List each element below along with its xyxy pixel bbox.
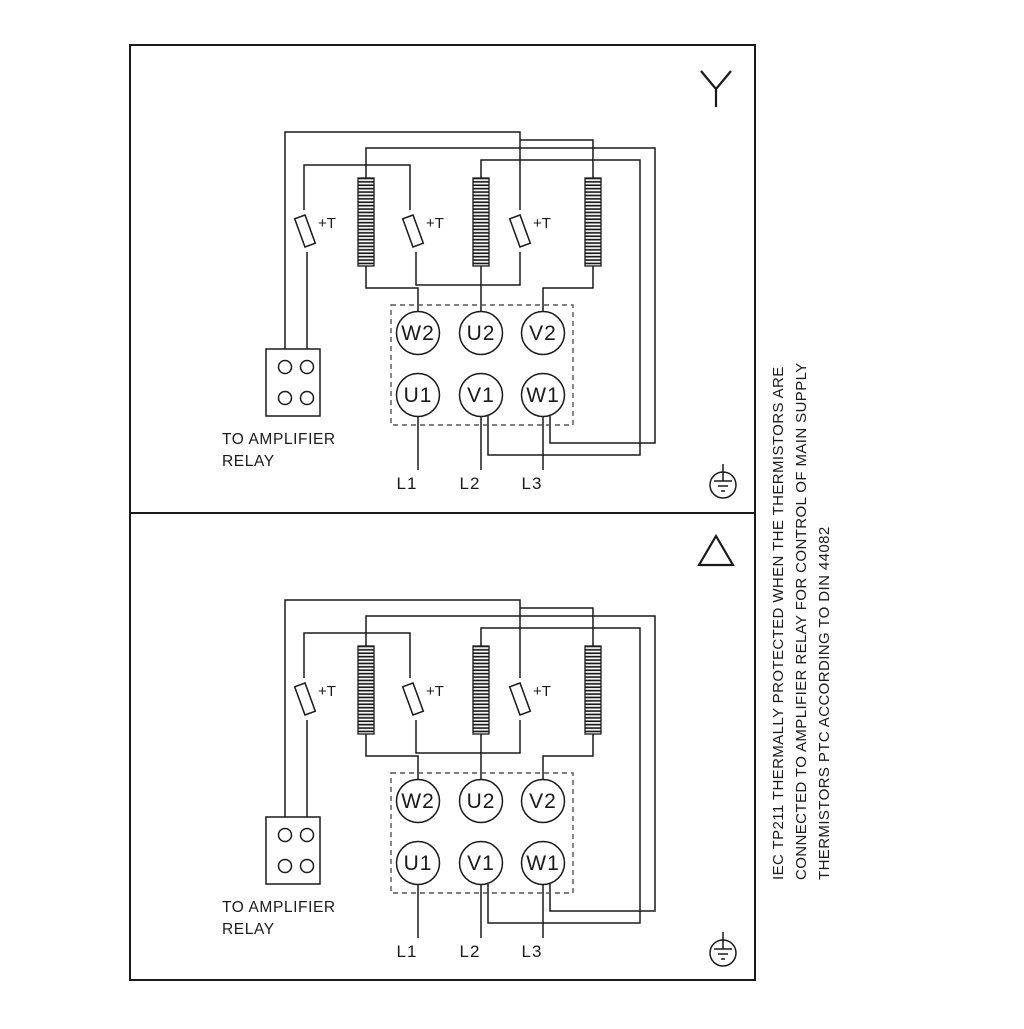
wire xyxy=(415,252,521,286)
thermistor-icon-1 xyxy=(293,682,317,716)
relay-note-line1: TO AMPLIFIER xyxy=(222,899,336,916)
wire xyxy=(520,607,594,646)
thermistor-icon-2 xyxy=(401,682,425,716)
wiring-panel-delta: +T +T +T TO AMPLIFIER RELAY W2 U2 V2 xyxy=(222,599,737,967)
terminal-board-outline xyxy=(390,304,574,426)
wire xyxy=(520,139,594,178)
delta-connection-icon xyxy=(697,533,735,567)
terminal-v1-label: V1 xyxy=(467,384,495,407)
terminal-board-outline xyxy=(390,772,574,894)
thermistor-icon-3 xyxy=(508,214,532,248)
supply-line-l2: L2 xyxy=(460,942,481,961)
terminal-u2: U2 xyxy=(458,310,504,356)
relay-note-line2: RELAY xyxy=(222,921,275,938)
relay-terminal-block xyxy=(265,348,321,417)
terminal-w2-label: W2 xyxy=(401,790,435,813)
motor-winding-1 xyxy=(357,645,375,735)
thermistor-label: +T xyxy=(318,683,336,700)
relay-pin xyxy=(277,359,293,375)
supply-line-l1: L1 xyxy=(397,474,418,493)
wire xyxy=(365,266,419,312)
terminal-w1: W1 xyxy=(520,840,566,886)
wire xyxy=(303,164,411,210)
wire xyxy=(542,266,594,312)
terminal-w1-label: W1 xyxy=(526,384,560,407)
terminal-v1: V1 xyxy=(458,840,504,886)
wire xyxy=(542,734,594,780)
wire xyxy=(303,632,411,678)
earth-ground-icon xyxy=(709,464,737,499)
supply-line-l3: L3 xyxy=(522,942,543,961)
relay-pin xyxy=(299,827,315,843)
wires xyxy=(284,131,656,470)
terminal-v2-label: V2 xyxy=(529,790,557,813)
side-note-line-3: THERMISTORS PTC ACCORDING TO DIN 44082 xyxy=(816,526,833,880)
star-connection-icon xyxy=(700,70,732,107)
terminal-u2: U2 xyxy=(458,778,504,824)
motor-winding-2 xyxy=(472,177,490,267)
supply-line-l3: L3 xyxy=(522,474,543,493)
wire xyxy=(284,599,521,820)
motor-winding-1 xyxy=(357,177,375,267)
side-note-line-2: CONNECTED TO AMPLIFIER RELAY FOR CONTROL… xyxy=(793,362,810,880)
relay-pin xyxy=(299,359,315,375)
terminal-w2: W2 xyxy=(395,778,441,824)
wiring-panel-star: +T +T +T TO AMPLIFIER RELAY W2 U2 V2 xyxy=(222,131,737,499)
wire xyxy=(365,734,419,780)
terminal-u1: U1 xyxy=(395,372,441,418)
side-note-line-1: IEC TP211 THERMALLY PROTECTED WHEN THE T… xyxy=(770,366,787,880)
thermistor-label: +T xyxy=(426,215,444,232)
relay-pin xyxy=(277,390,293,406)
thermistor-icon-2 xyxy=(401,214,425,248)
wire xyxy=(480,159,641,456)
terminal-v2: V2 xyxy=(520,310,566,356)
terminal-u1-label: U1 xyxy=(404,852,433,875)
terminal-v2: V2 xyxy=(520,778,566,824)
wire xyxy=(365,147,656,444)
supply-line-l1: L1 xyxy=(397,942,418,961)
supply-line-l2: L2 xyxy=(460,474,481,493)
side-note: IEC TP211 THERMALLY PROTECTED WHEN THE T… xyxy=(770,362,833,880)
terminal-v1-label: V1 xyxy=(467,852,495,875)
terminal-v1: V1 xyxy=(458,372,504,418)
terminal-u1: U1 xyxy=(395,840,441,886)
relay-pin xyxy=(277,827,293,843)
relay-pin xyxy=(299,858,315,874)
earth-ground-icon xyxy=(709,932,737,967)
motor-winding-3 xyxy=(584,645,602,735)
terminal-u2-label: U2 xyxy=(467,790,496,813)
terminal-w2: W2 xyxy=(395,310,441,356)
terminal-w2-label: W2 xyxy=(401,322,435,345)
motor-winding-3 xyxy=(584,177,602,267)
relay-note-line1: TO AMPLIFIER xyxy=(222,431,336,448)
terminal-u2-label: U2 xyxy=(467,322,496,345)
wires xyxy=(284,599,656,938)
motor-winding-2 xyxy=(472,645,490,735)
terminal-u1-label: U1 xyxy=(404,384,433,407)
thermistor-label: +T xyxy=(533,215,551,232)
wire xyxy=(284,131,521,352)
terminal-v2-label: V2 xyxy=(529,322,557,345)
thermistor-label: +T xyxy=(318,215,336,232)
wire xyxy=(480,627,641,924)
wire xyxy=(415,720,521,754)
thermistor-label: +T xyxy=(533,683,551,700)
thermistor-icon-1 xyxy=(293,214,317,248)
relay-pin xyxy=(299,390,315,406)
relay-note-line2: RELAY xyxy=(222,453,275,470)
terminal-w1-label: W1 xyxy=(526,852,560,875)
thermistor-icon-3 xyxy=(508,682,532,716)
wire xyxy=(365,615,656,912)
terminal-w1: W1 xyxy=(520,372,566,418)
relay-terminal-block xyxy=(265,816,321,885)
relay-pin xyxy=(277,858,293,874)
thermistor-label: +T xyxy=(426,683,444,700)
